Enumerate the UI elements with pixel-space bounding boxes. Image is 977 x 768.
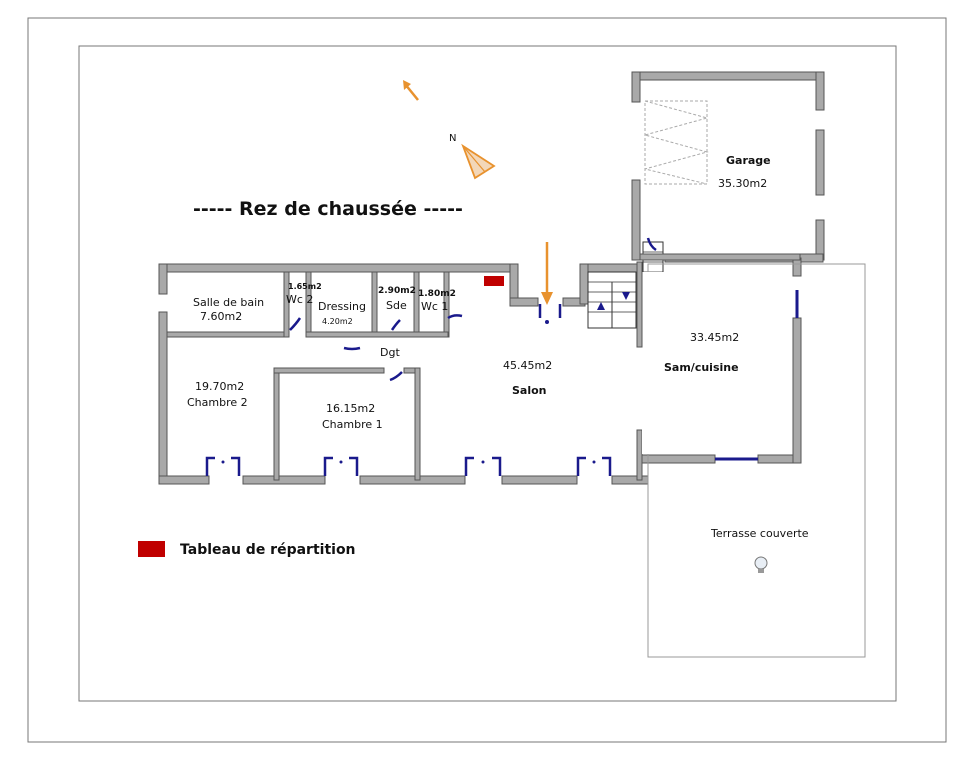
door-window-entry [538, 304, 562, 318]
wall-bottom-3 [359, 475, 466, 485]
garage-wall-right-mid [815, 129, 825, 196]
distribution-panel-marker [484, 276, 504, 286]
garage-stairs [643, 100, 709, 185]
room-name-chambre2: Chambre 2 [187, 396, 248, 409]
room-name-salle-de-bain: Salle de bain [193, 296, 264, 309]
room-area-sde: 2.90m2 [378, 286, 416, 296]
wall-left-upper [158, 263, 168, 295]
wall-salon-kitchen-low [636, 429, 643, 481]
door-garage [646, 237, 657, 252]
wall-chambre1-top [273, 367, 385, 374]
wall-kitchen-right-upper [792, 257, 802, 277]
door-dgt [343, 346, 361, 351]
garage-wall-left-top [631, 71, 641, 103]
north-label: N [449, 133, 456, 144]
wall-dressing-right [371, 271, 378, 338]
room-name-dressing: Dressing [318, 300, 366, 313]
door-dot [221, 460, 225, 464]
door-window-chambre2 [205, 456, 241, 476]
room-area-salle-de-bain: 7.60m2 [200, 310, 242, 323]
room-name-sde: Sde [386, 299, 407, 312]
room-name-wc2: Wc 2 [286, 293, 313, 306]
garage-stairs-zigzag [643, 100, 709, 185]
light-bulb-icon [754, 556, 768, 573]
entrance-arrow-head [541, 292, 553, 305]
terrace-mask [642, 272, 792, 454]
wall-bottom-1 [158, 475, 210, 485]
wall-bottom-4 [501, 475, 578, 485]
room-name-garage: Garage [726, 154, 771, 167]
wall-bottom-2 [242, 475, 326, 485]
door-dot [545, 320, 549, 324]
room-name-dgt: Dgt [380, 346, 400, 359]
small-arrow-head [403, 80, 411, 90]
page-title: ----- Rez de chaussée ----- [193, 198, 463, 220]
garage-wall-right-top [815, 71, 825, 111]
door-dot [339, 460, 343, 464]
wall-left-lower [158, 311, 168, 485]
room-area-chambre1: 16.15m2 [326, 402, 375, 415]
wall-kitchen-right-lower [792, 317, 802, 464]
room-area-salon: 45.45m2 [503, 359, 552, 372]
room-name-salon: Salon [512, 384, 547, 397]
door-sde [390, 319, 401, 331]
north-arrow-split [462, 145, 486, 173]
legend-label: Tableau de répartition [180, 542, 356, 558]
wall-bath-bottom [166, 331, 288, 338]
wall-chambre2-right [273, 367, 280, 481]
door-window-chambre1 [323, 456, 359, 476]
wall-kitchen-top [639, 253, 801, 261]
compass: N [403, 80, 496, 180]
salon-stairs [587, 271, 637, 329]
room-area-garage: 35.30m2 [718, 177, 767, 190]
wall-bath-right [283, 271, 290, 338]
house-walls [158, 257, 802, 485]
wall-small-rooms-bottom [305, 331, 449, 338]
garage-stairs-outline [644, 100, 708, 185]
inner-frame [78, 45, 897, 702]
stair-arrow-up [597, 302, 605, 310]
wall-top-right-drop [579, 263, 589, 305]
outer-frame [27, 17, 947, 743]
room-name-chambre1: Chambre 1 [322, 418, 383, 431]
bulb-base [758, 569, 764, 573]
door-window-salon-2 [576, 456, 612, 476]
room-area-chambre2: 19.70m2 [195, 380, 244, 393]
door-dot [592, 460, 596, 464]
door-window-salon-1 [464, 456, 502, 476]
door-wc2 [289, 317, 302, 331]
terrace-outline [647, 263, 866, 658]
bulb-glass [754, 556, 768, 570]
door-dot [481, 460, 485, 464]
wall-salon-kitchen-redraw [636, 261, 643, 348]
wall-top-left [158, 263, 515, 273]
wall-top-notch-bottom [509, 297, 539, 307]
wall-kitchen-bottom [639, 454, 716, 464]
wall-chambre1-right [414, 367, 421, 481]
room-name-terrasse: Terrasse couverte [710, 527, 809, 540]
room-name-wc1: Wc 1 [421, 300, 448, 313]
wall-bottom-5 [611, 475, 649, 485]
room-area-wc1: 1.80m2 [418, 289, 456, 299]
stair-arrow-down [622, 292, 630, 300]
door-symbols [205, 237, 799, 476]
wall-top-right [579, 263, 643, 273]
door-wc1 [447, 314, 463, 320]
wall-sde-right [413, 271, 420, 338]
door-chambre1 [389, 371, 403, 382]
room-area-dressing: 4.20m2 [322, 317, 353, 326]
legend-swatch [138, 541, 165, 557]
garage-wall-top [631, 71, 825, 81]
room-name-sam-cuisine: Sam/cuisine [664, 361, 739, 374]
room-area-sam-cuisine: 33.45m2 [690, 331, 739, 344]
room-area-wc2: 1.65m2 [288, 282, 322, 291]
garage-wall-left [631, 179, 641, 261]
